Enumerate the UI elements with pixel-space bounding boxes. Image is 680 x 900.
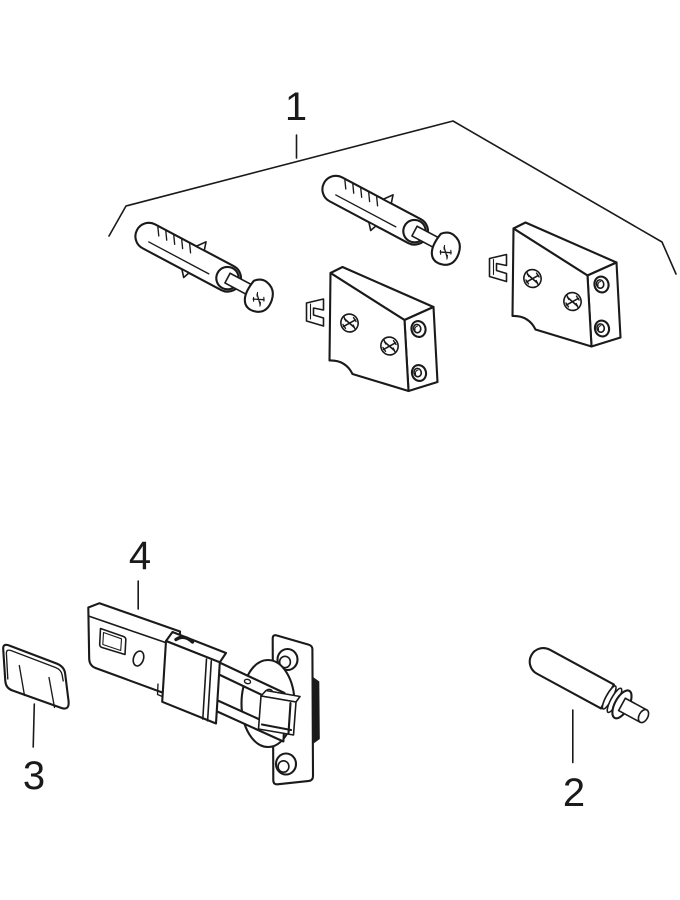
part-2-label: 2	[563, 771, 585, 815]
hinge-assembly: 4	[87, 534, 320, 786]
part-3-label: 3	[23, 754, 45, 798]
hinge-slider-front	[161, 639, 221, 725]
part-1-label: 1	[285, 85, 307, 129]
damper-cylinder	[528, 647, 650, 724]
plate-screw-hole-top	[276, 647, 299, 672]
fastening-set-group: 1	[108, 85, 677, 391]
damper-group: 2	[528, 647, 650, 815]
arm-oval-hole	[132, 650, 145, 667]
plate-screw-hole-bottom	[274, 752, 298, 776]
cover-cap-group: 3	[2, 643, 70, 798]
hinge-spring-clip	[174, 635, 195, 644]
arm-rect-cutout	[98, 627, 127, 656]
part-3-leader-line	[32, 703, 36, 748]
group-1-bracket-outline	[108, 120, 677, 275]
part-4-label: 4	[129, 534, 151, 578]
hinge-plate-edge-buffer	[313, 677, 320, 744]
